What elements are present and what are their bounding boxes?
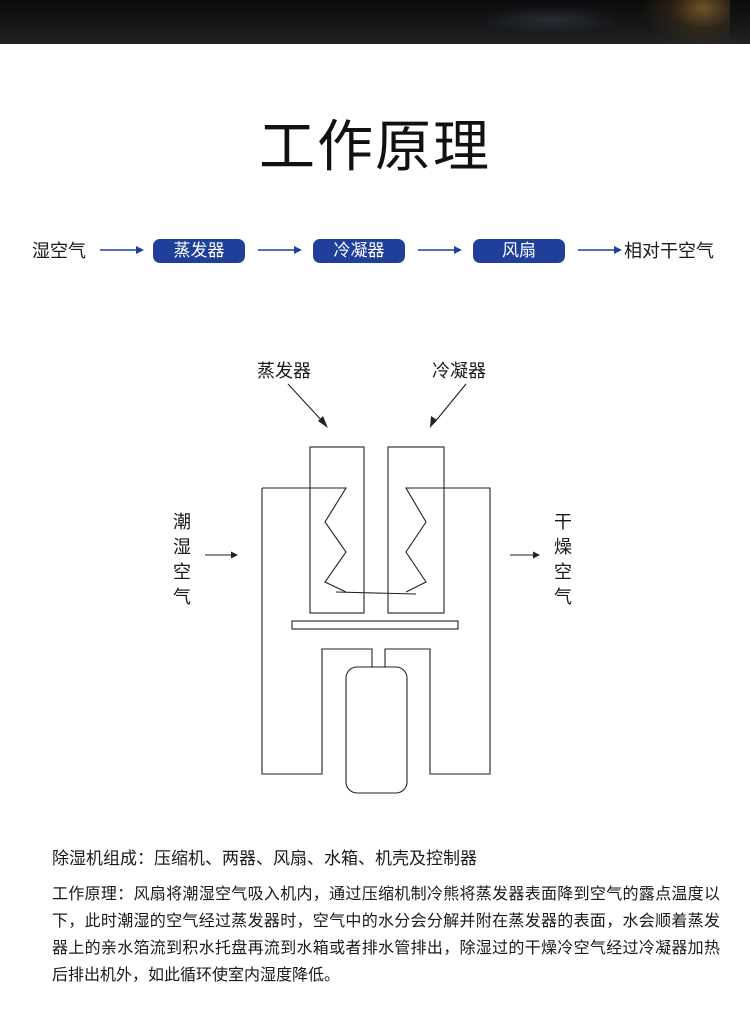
flow-step-condenser: 冷凝器 [313,239,405,263]
air-in-arrow [205,551,238,559]
composition-text: 除湿机组成：压缩机、两器、风扇、水箱、机壳及控制器 [52,849,477,869]
condenser-pointer-arrow [430,383,467,428]
evaporator-coil [262,487,347,593]
page-title: 工作原理 [259,115,491,180]
flow-input-label: 湿空气 [32,241,86,262]
condenser-box [387,446,445,614]
arrow-right-icon [100,246,144,254]
compressor [345,666,408,794]
evaporator-pointer-arrow [287,383,328,428]
evaporator-label: 蒸发器 [257,361,311,382]
flow-output-label: 相对干空气 [624,241,714,262]
condenser-coil [405,487,490,593]
top-banner [0,0,750,44]
humid-air-label: 潮湿空气 [173,512,191,608]
process-flow: 湿空气 蒸发器 冷凝器 风扇 相对干空气 [0,236,750,268]
evaporator-box [309,446,365,614]
arrow-right-icon [258,246,302,254]
banner-glow [480,5,620,35]
principle-text: 工作原理：风扇将潮湿空气吸入机内，通过压缩机制冷熊将蒸发器表面降到空气的露点温度… [52,884,720,984]
dry-air-label: 干燥空气 [554,512,572,608]
flow-step-fan: 风扇 [473,239,565,263]
arrow-right-icon [418,246,462,254]
flow-step-evaporator: 蒸发器 [153,239,245,263]
condenser-label: 冷凝器 [432,361,486,382]
drip-tray [291,620,459,630]
left-air-duct [261,487,373,775]
dehumidifier-diagram [205,383,540,794]
arrow-right-icon [578,246,622,254]
refrigerant-line [335,591,417,595]
banner-decoration [640,0,730,44]
air-out-arrow [510,551,540,559]
right-air-duct [384,487,491,775]
